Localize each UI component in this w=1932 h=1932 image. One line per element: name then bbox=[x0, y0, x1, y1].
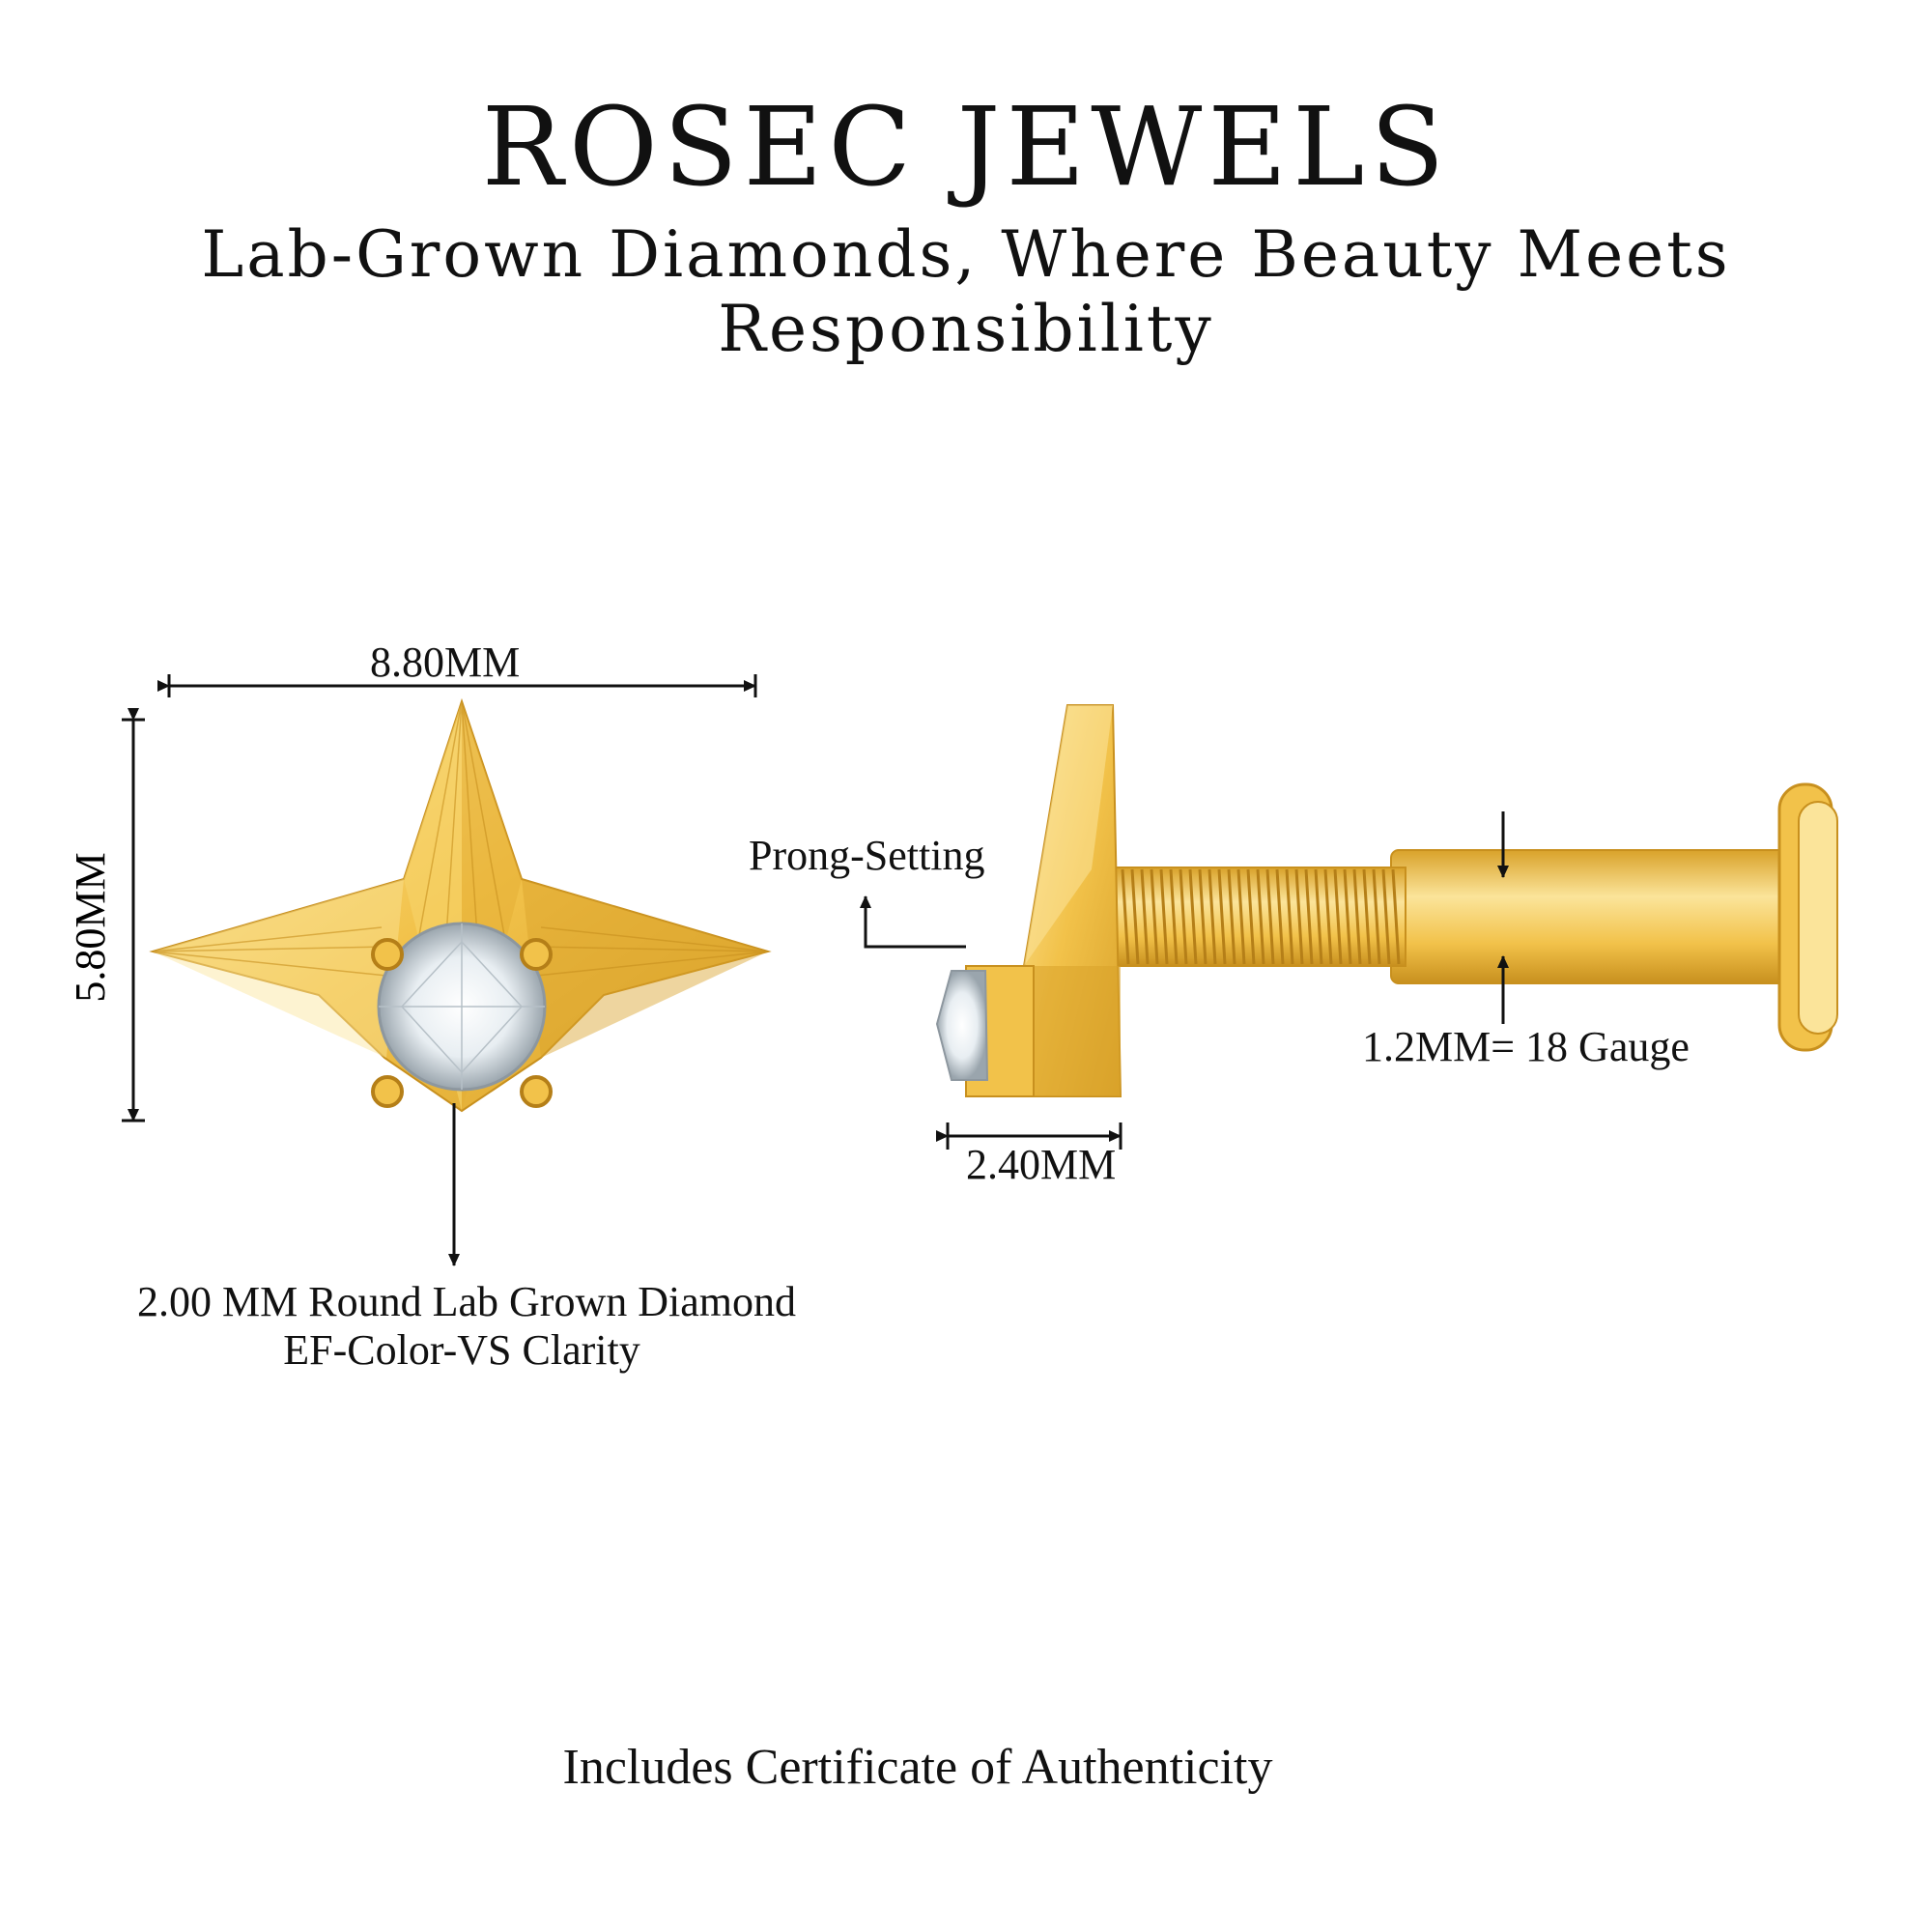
post-bar bbox=[1390, 849, 1798, 984]
flute-lines bbox=[152, 700, 769, 977]
certificate-note: Includes Certificate of Authenticity bbox=[562, 1740, 1273, 1795]
height-label: 5.80MM bbox=[67, 852, 114, 1002]
stone-description-line1: 2.00 MM Round Lab Grown Diamond bbox=[137, 1278, 796, 1325]
width-label: 8.80MM bbox=[370, 639, 521, 686]
threaded-section bbox=[1115, 867, 1406, 967]
depth-label: 2.40MM bbox=[966, 1141, 1117, 1188]
prong-setting-label: Prong-Setting bbox=[749, 832, 985, 879]
brand-tagline: Lab-Grown Diamonds, Where Beauty Meets R… bbox=[201, 217, 1731, 366]
stone-description-line2: EF-Color-VS Clarity bbox=[283, 1326, 640, 1374]
brand-title: ROSEC JEWELS bbox=[481, 85, 1451, 211]
side-diamond bbox=[935, 970, 989, 1081]
front-view-earring bbox=[149, 697, 772, 1113]
gauge-label: 1.2MM= 18 Gauge bbox=[1362, 1023, 1690, 1070]
side-view-earring bbox=[935, 704, 1838, 1097]
prongs bbox=[371, 938, 553, 1108]
prong-callout-line bbox=[860, 895, 966, 949]
